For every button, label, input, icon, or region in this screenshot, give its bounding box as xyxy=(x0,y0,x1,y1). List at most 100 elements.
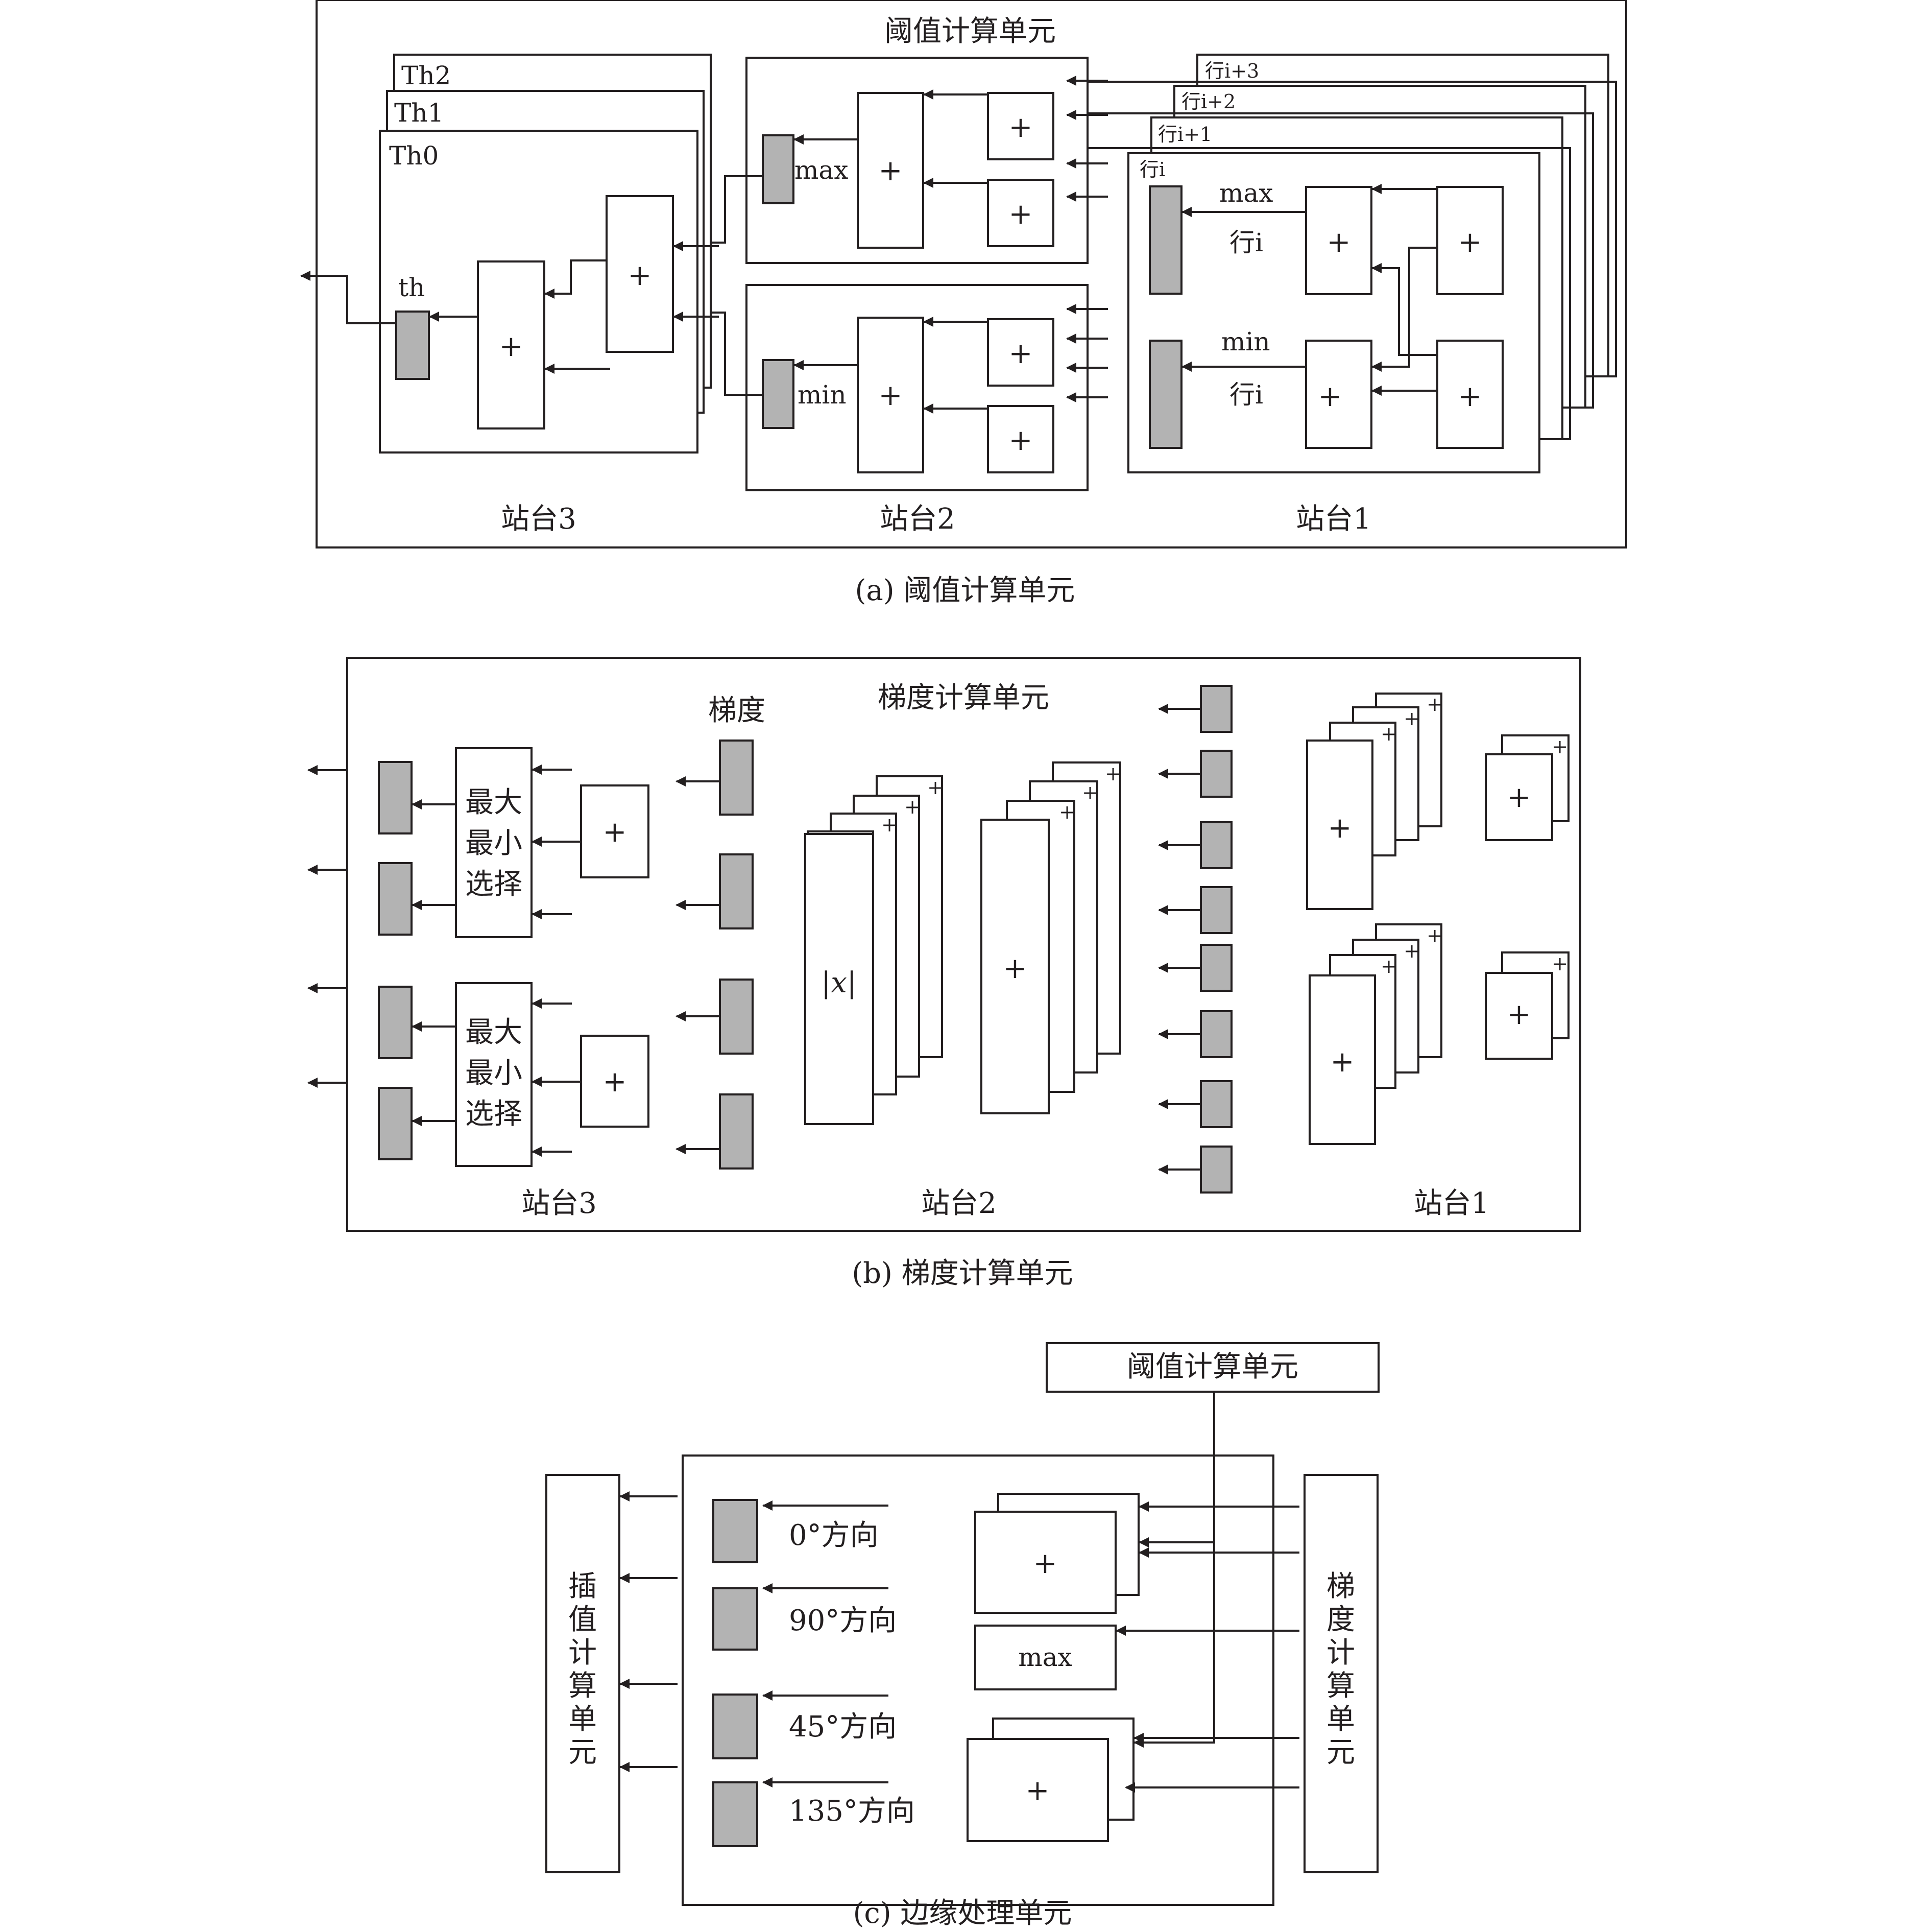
threshold-feed-bottom xyxy=(1133,1542,1215,1748)
row-i-plus-2-feed xyxy=(1088,112,1594,409)
svg-text:单: 单 xyxy=(568,1703,597,1736)
stage2-maxmin: max + + + min + + + xyxy=(711,57,1108,491)
svg-text:+: + xyxy=(1381,955,1397,977)
min-adder-main xyxy=(857,317,924,473)
svg-text:+: + xyxy=(1033,1547,1057,1580)
svg-text:+: + xyxy=(1105,762,1121,785)
svg-text:+: + xyxy=(1507,998,1531,1031)
row-max-row-label: 行i xyxy=(1229,228,1263,257)
panel-b-gradient-unit: 梯度计算单元 梯度 最大 最小 选择 最大 最小 选择 + xyxy=(307,657,1581,1232)
panel-a-threshold-unit: 阈值计算单元 Th2 Th1 Th0 + + th max xyxy=(300,0,1627,548)
dir-reg-0 xyxy=(712,1499,758,1563)
svg-text:+: + xyxy=(1552,735,1568,758)
row-min-adder-sign: + xyxy=(1318,380,1342,413)
comparator-blocks: + max + xyxy=(967,1493,1140,1842)
panel-a-title: 阈值计算单元 xyxy=(884,15,1056,48)
row-i-plus-2-label: 行i+2 xyxy=(1181,90,1236,113)
max-block-label: max xyxy=(1018,1642,1072,1672)
maxmin-1-line1: 最大 xyxy=(465,786,522,819)
panel-b-stage2-label: 站台2 xyxy=(921,1187,997,1220)
row-max-adder xyxy=(1305,186,1372,295)
panel-a-stage1-label: 站台1 xyxy=(1296,503,1371,536)
th-adder-1-sign: + xyxy=(499,330,523,363)
svg-text:插: 插 xyxy=(568,1570,597,1603)
panel-c-caption: (c) 边缘处理单元 xyxy=(853,1897,1072,1930)
stage1-adder-stack-bottom: + + + + xyxy=(1309,923,1443,1145)
abs-label: |x| xyxy=(821,966,856,999)
wire-min-to-stage3 xyxy=(711,312,763,396)
svg-text:+: + xyxy=(927,776,944,799)
th-register xyxy=(395,311,430,380)
maxmin-2-line1: 最大 xyxy=(465,1016,522,1049)
th-adder-2-sign: + xyxy=(628,259,652,292)
stage1-adder-stack-top: + + + + xyxy=(1306,693,1443,910)
svg-text:+: + xyxy=(881,814,898,836)
direction-registers: 0°方向 90°方向 45°方向 135°方向 xyxy=(712,1499,915,1847)
svg-text:梯: 梯 xyxy=(1326,1570,1355,1603)
row-min-label: min xyxy=(1221,327,1270,356)
dir-reg-45 xyxy=(712,1694,758,1759)
max-adder-top-sign: + xyxy=(1009,111,1033,144)
threshold-unit-box xyxy=(1046,1342,1380,1393)
maxmin-1-line2: 最小 xyxy=(465,827,522,860)
svg-text:+: + xyxy=(1507,781,1531,814)
th2-label: Th2 xyxy=(401,61,451,90)
th-output-label: th xyxy=(398,273,425,302)
stage3-select: 最大 最小 选择 最大 最小 选择 + + xyxy=(307,747,649,1167)
th-adder-2 xyxy=(606,195,674,353)
max-block xyxy=(974,1625,1117,1690)
svg-text:+: + xyxy=(1331,1045,1355,1079)
row-bottom-adder xyxy=(1436,340,1504,449)
row-i-plus-3-feed xyxy=(1088,81,1617,377)
stage1-registers xyxy=(1158,685,1233,1194)
stage1-adder-bottom-main xyxy=(1309,974,1376,1145)
svg-text:+: + xyxy=(1026,1774,1050,1807)
svg-text:元: 元 xyxy=(1326,1736,1355,1769)
select-reg-2 xyxy=(378,862,413,936)
maxmin-1-line3: 选择 xyxy=(465,868,522,901)
stage2-adder-main-sign: + xyxy=(1003,952,1027,985)
row-i-plus-1-feed xyxy=(1088,147,1571,440)
row-max-label: max xyxy=(1219,178,1273,208)
svg-text:+: + xyxy=(1082,781,1098,804)
select-reg-4 xyxy=(378,1087,413,1160)
max-adder-bottom-sign: + xyxy=(1009,198,1033,231)
svg-text:+: + xyxy=(1404,940,1420,962)
max-adder-main-sign: + xyxy=(879,154,903,187)
gradient-registers xyxy=(676,740,754,1170)
panel-a-caption: (a) 阈值计算单元 xyxy=(855,574,1075,607)
comparator-adder-top xyxy=(974,1511,1117,1614)
panel-b-stage3-label: 站台3 xyxy=(521,1187,597,1220)
stage1-adder-top-main xyxy=(1306,740,1373,910)
min-adder-top xyxy=(987,318,1054,387)
dir-label-0: 0°方向 xyxy=(789,1519,879,1552)
svg-text:+: + xyxy=(1059,801,1075,823)
max-register xyxy=(762,134,794,204)
dir-label-90: 90°方向 xyxy=(789,1604,897,1637)
stage2-max-label: max xyxy=(794,155,848,185)
svg-text:+: + xyxy=(904,796,921,818)
interp-unit-label: 插 值 计 算 单 元 xyxy=(568,1570,597,1769)
gradient-unit-label: 梯 度 计 算 单 元 xyxy=(1326,1570,1355,1769)
panel-b-title: 梯度计算单元 xyxy=(878,681,1049,714)
svg-text:计: 计 xyxy=(568,1636,597,1669)
row-top-adder-sign: + xyxy=(1458,226,1482,259)
stage3-adder-2 xyxy=(580,1035,649,1128)
maxmin-select-block-2 xyxy=(455,982,533,1167)
gradient-label: 梯度 xyxy=(708,694,765,727)
panel-b-caption: (b) 梯度计算单元 xyxy=(852,1257,1073,1290)
abs-block xyxy=(804,833,874,1125)
row-max-adder-sign: + xyxy=(1327,226,1351,259)
dir-reg-90 xyxy=(712,1587,758,1651)
stage2-adder-stack: + + + + xyxy=(980,761,1121,1114)
th-adder-1 xyxy=(477,260,545,430)
svg-text:值: 值 xyxy=(568,1603,597,1636)
wire-max-to-stage3 xyxy=(711,175,763,244)
row-min-adder xyxy=(1305,340,1372,449)
min-adder-top-sign: + xyxy=(1009,337,1033,370)
interp-unit-box xyxy=(545,1474,620,1873)
row-max-register xyxy=(1149,185,1183,295)
min-adder-main-sign: + xyxy=(879,379,903,412)
max-adder-top xyxy=(987,92,1054,160)
svg-text:+: + xyxy=(1427,693,1443,715)
